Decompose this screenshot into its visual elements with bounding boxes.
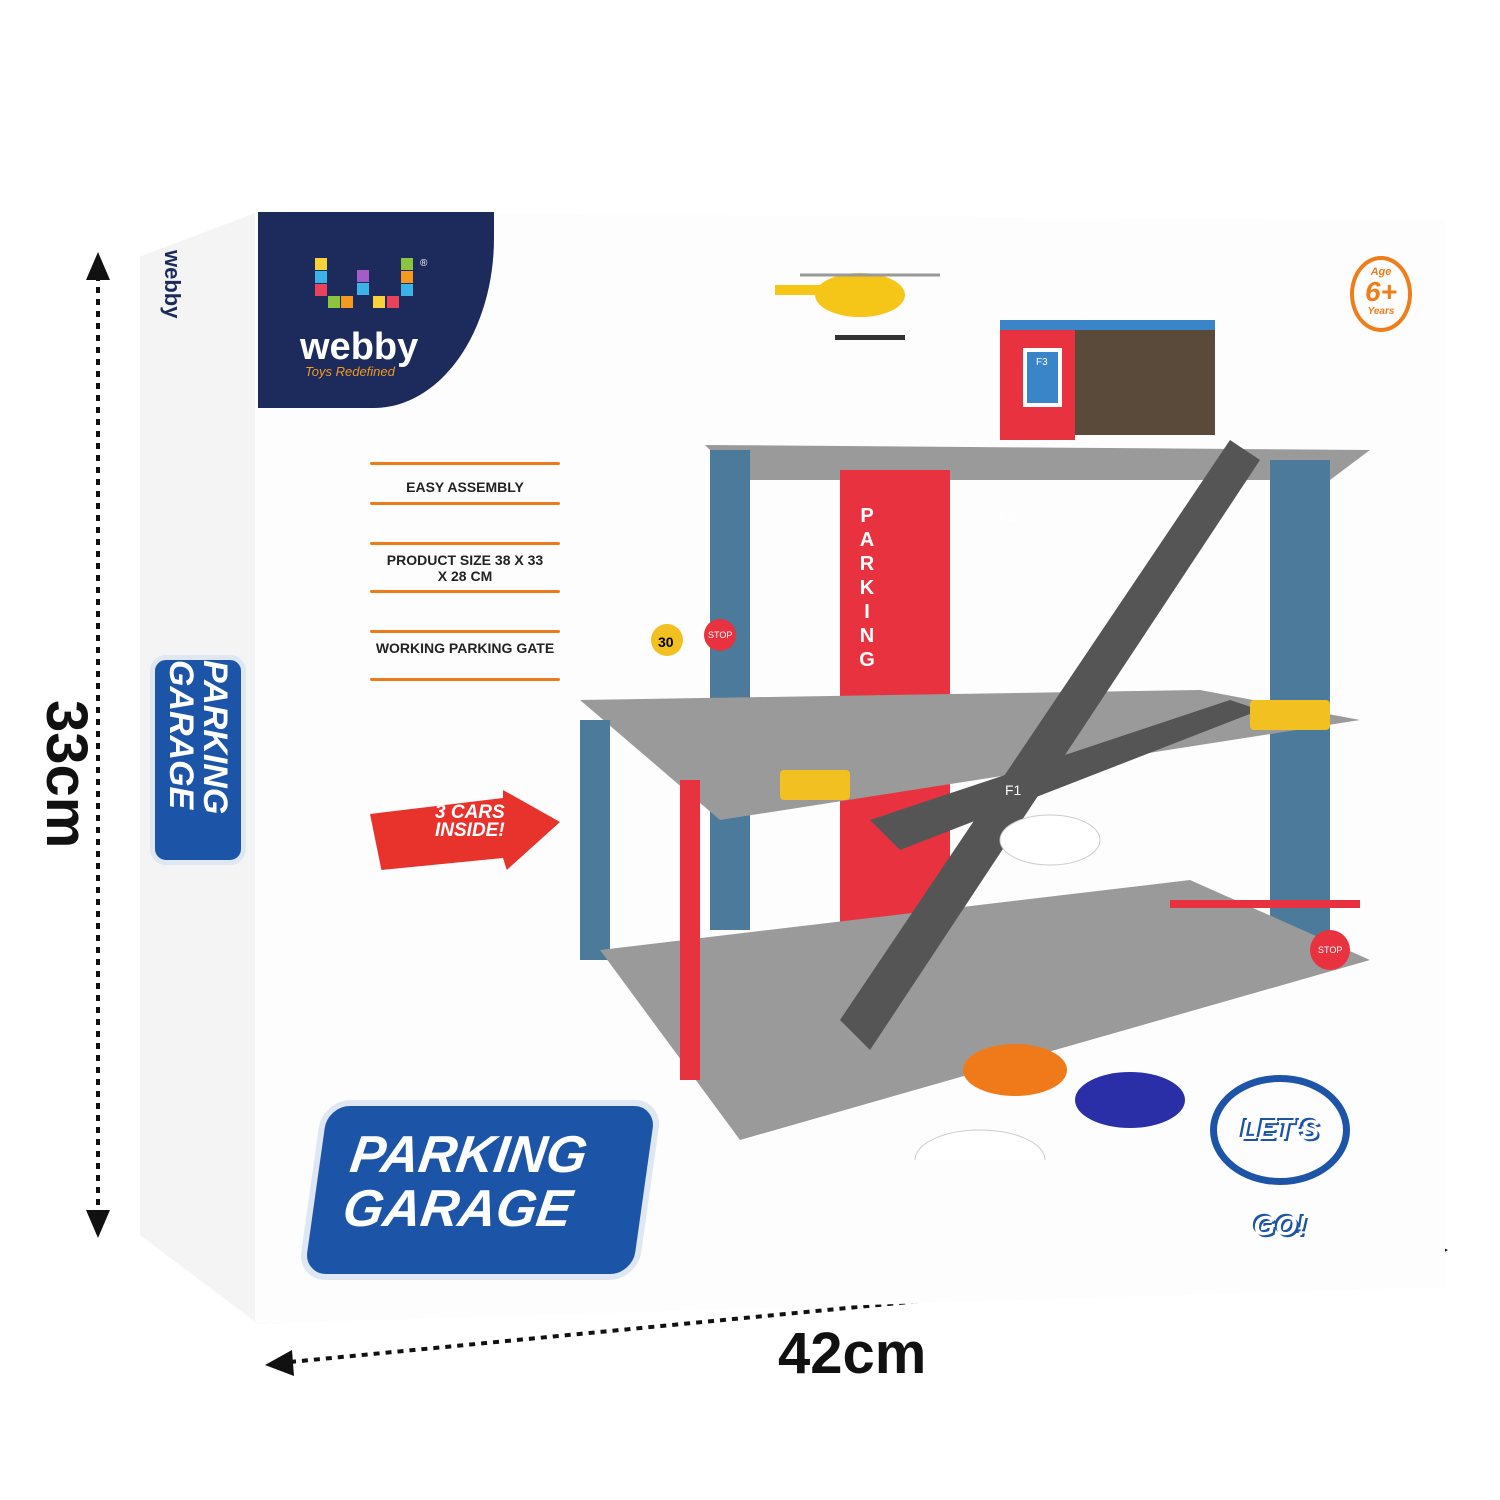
car-icon	[914, 1129, 1046, 1160]
stop-sign: STOP	[708, 630, 733, 640]
height-dimension: 33cm	[34, 700, 99, 849]
age-unit: Years	[1367, 306, 1395, 317]
age-label: Age	[1370, 266, 1392, 278]
gate-stop-sign: STOP	[1318, 945, 1343, 955]
feature-divider	[370, 542, 560, 545]
brand-name: webby	[300, 326, 419, 368]
parking-garage-illustration	[580, 273, 1370, 1160]
car-icon	[963, 1044, 1067, 1096]
feature-divider	[370, 678, 560, 681]
feature-divider	[370, 590, 560, 593]
floor-label-f2: F2	[1000, 508, 1017, 524]
car-icon	[999, 814, 1101, 866]
side-brand-logo: webby	[160, 250, 185, 319]
floor-label-f3: F3	[1036, 357, 1048, 368]
product-title-line2: GARAGE	[339, 1180, 576, 1238]
width-dimension: 42cm	[778, 1321, 927, 1386]
product-title-badge: PARKING GARAGE	[297, 1100, 663, 1280]
side-title-badge: PARKING GARAGE	[150, 655, 246, 865]
feature-item: PRODUCT SIZE 38 X 33 X 28 CM	[386, 552, 544, 584]
age-badge: Age 6+ Years	[1350, 256, 1412, 332]
brand-logo-cubes-icon	[315, 258, 413, 308]
feature-item: EASY ASSEMBLY	[406, 479, 524, 495]
feature-item: WORKING PARKING GATE	[375, 640, 555, 656]
feature-divider	[370, 502, 560, 505]
product-title-line1: PARKING	[346, 1126, 591, 1184]
feature-divider	[370, 462, 560, 465]
registered-mark: ®	[420, 258, 428, 269]
helicopter-icon	[775, 273, 940, 340]
lets-go-badge: LET'S GO!	[1210, 1075, 1350, 1241]
car-icon	[1075, 1072, 1185, 1128]
age-value: 6+	[1365, 276, 1397, 307]
speed-sign: 30	[658, 634, 674, 650]
brand-tagline: Toys Redefined	[305, 364, 395, 379]
floor-label-f1: F1	[1005, 782, 1022, 798]
feature-divider	[370, 630, 560, 633]
garage-parking-sign: PARKING	[856, 505, 878, 673]
